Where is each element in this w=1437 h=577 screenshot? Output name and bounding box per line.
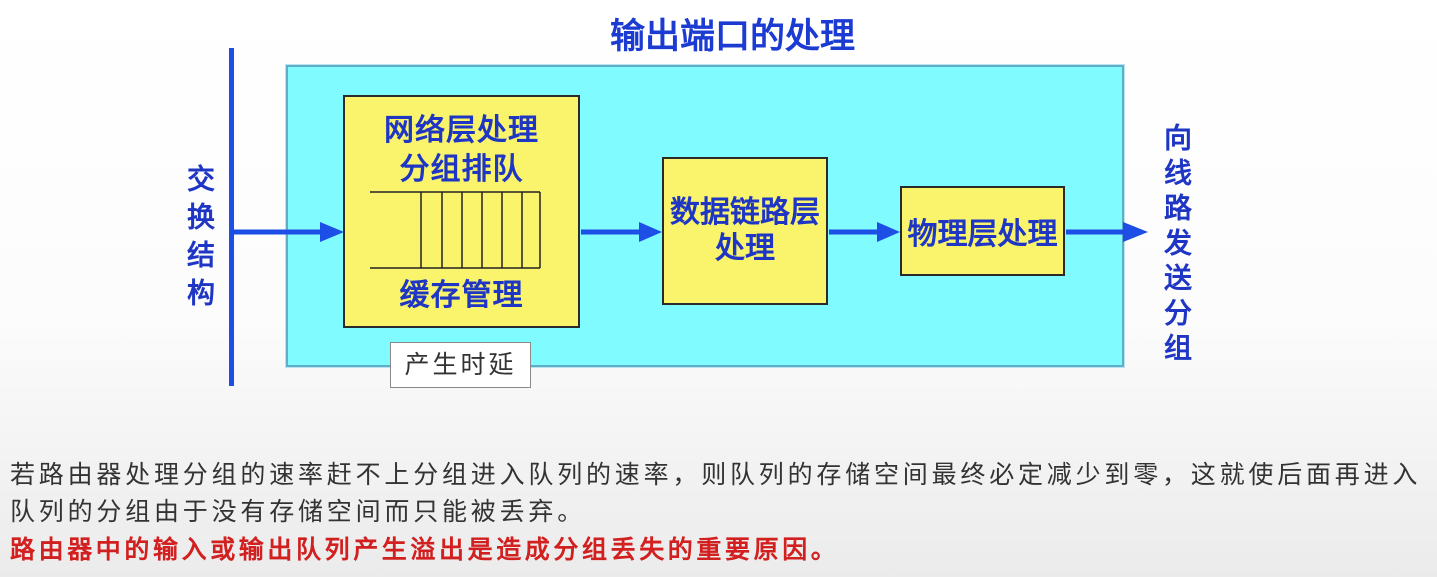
- arrow-head: [1123, 222, 1148, 242]
- explanation-paragraph: 若路由器处理分组的速率赶不上分组进入队列的速率，则队列的存储空间最终必定减少到零…: [10, 460, 1422, 526]
- network-layer-title: 网络层处理: [384, 113, 539, 148]
- physical-layer-label: 物理层处理: [907, 217, 1058, 252]
- physical-layer-box: 物理层处理: [900, 186, 1065, 276]
- switch-fabric-bus-line: [229, 48, 234, 386]
- output-line-label: 向线路发送分组: [1160, 123, 1193, 368]
- diagram-title: 输出端口的处理: [609, 17, 855, 57]
- network-layer-box: 网络层处理 分组排队 缓存管理: [343, 95, 580, 328]
- data-link-layer-line1: 数据链路层: [670, 195, 820, 230]
- conclusion-highlight: 路由器中的输入或输出队列产生溢出是造成分组丢失的重要原因。: [10, 535, 840, 564]
- delay-note-box: 产生时延: [390, 342, 531, 388]
- data-link-layer-line2: 处理: [715, 231, 775, 266]
- switch-fabric-label: 交换结构: [183, 164, 216, 316]
- packet-queuing-label: 分组排队: [399, 152, 524, 187]
- data-link-layer-box: 数据链路层 处理: [662, 157, 828, 305]
- buffer-management-label: 缓存管理: [399, 278, 524, 313]
